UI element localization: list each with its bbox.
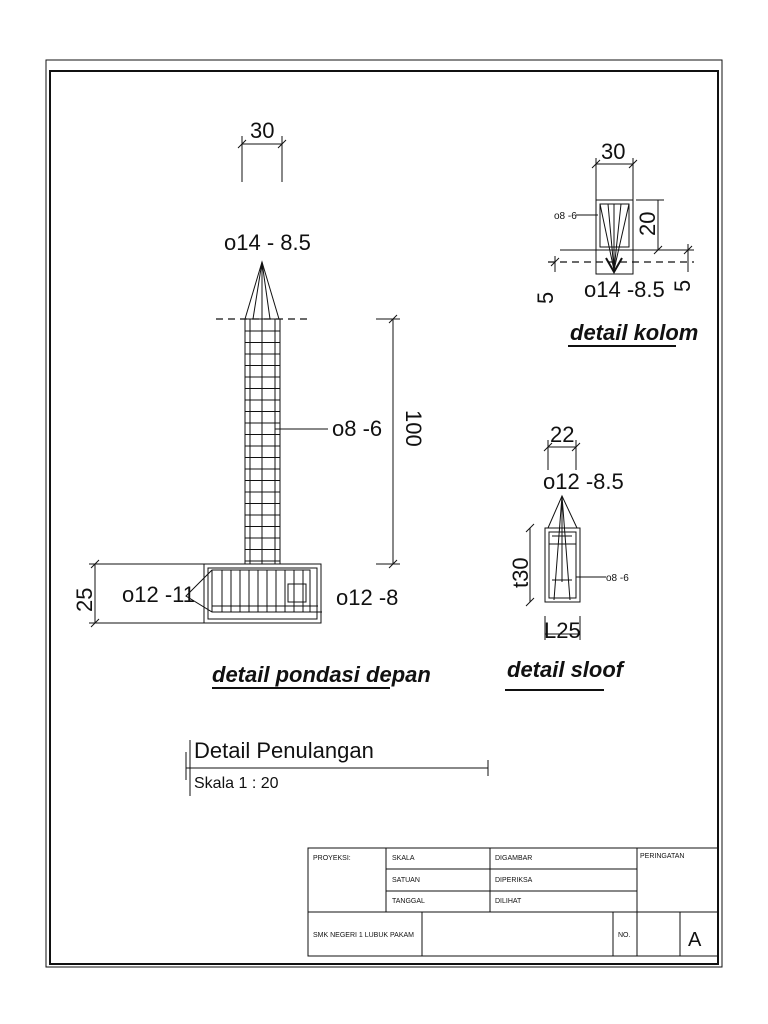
caption-title: Detail Penulangan xyxy=(194,738,374,763)
tb-no-label: NO. xyxy=(618,932,631,939)
sloof-rebar-label: o12 -8.5 xyxy=(543,469,624,494)
kolom-width-label: 30 xyxy=(601,139,625,164)
pondasi-top-rebar-label: o14 - 8.5 xyxy=(224,230,311,255)
tb-sheet-letter: A xyxy=(688,929,702,951)
pondasi-stirrup-label: o8 -6 xyxy=(332,416,382,441)
kolom-left-dim-label: 5 xyxy=(533,292,558,304)
kolom-rebar-label: o14 -8.5 xyxy=(584,277,665,302)
pondasi-foot-label: 25 xyxy=(72,588,97,612)
tb-skala: SKALA xyxy=(392,855,415,862)
tb-satuan: SATUAN xyxy=(392,877,420,884)
title-block xyxy=(307,847,719,957)
column-stirrups xyxy=(245,330,280,562)
pondasi-height-label: 100 xyxy=(401,410,426,447)
kolom-drawing xyxy=(548,158,694,347)
sloof-width-label: 22 xyxy=(550,422,574,447)
sloof-bottom-label: L25 xyxy=(544,618,581,643)
tb-tanggal: TANGGAL xyxy=(392,898,425,905)
sloof-drawing xyxy=(505,440,606,691)
kolom-title: detail kolom xyxy=(570,320,698,345)
footing-bars xyxy=(221,570,304,612)
sloof-title: detail sloof xyxy=(507,657,626,682)
caption-frame xyxy=(185,740,489,796)
pondasi-right-rebar-label: o12 -8 xyxy=(336,585,398,610)
pondasi-drawing xyxy=(89,136,400,689)
kolom-stirrup-label: o8 -6 xyxy=(554,211,577,222)
tb-diperiksa: DIPERIKSA xyxy=(495,877,533,884)
kolom-height-label: 20 xyxy=(635,212,660,236)
caption-scale: Skala 1 : 20 xyxy=(194,775,279,792)
tb-proyeksi: PROYEKSI: xyxy=(313,855,351,862)
tb-dilihat: DILIHAT xyxy=(495,898,522,905)
sloof-height-label: t30 xyxy=(508,557,533,588)
pondasi-left-rebar-label: o12 -11 xyxy=(122,582,195,607)
tb-peringatan: PERINGATAN xyxy=(640,853,684,860)
tb-digambar: DIGAMBAR xyxy=(495,855,532,862)
tb-school: SMK NEGERI 1 LUBUK PAKAM xyxy=(313,932,414,939)
pondasi-title: detail pondasi depan xyxy=(212,662,431,687)
kolom-right-dim-label: 5 xyxy=(670,280,695,292)
sheet-border xyxy=(45,59,723,968)
pondasi-width-label: 30 xyxy=(250,118,274,143)
sloof-stirrup-label: o8 -6 xyxy=(606,573,629,584)
